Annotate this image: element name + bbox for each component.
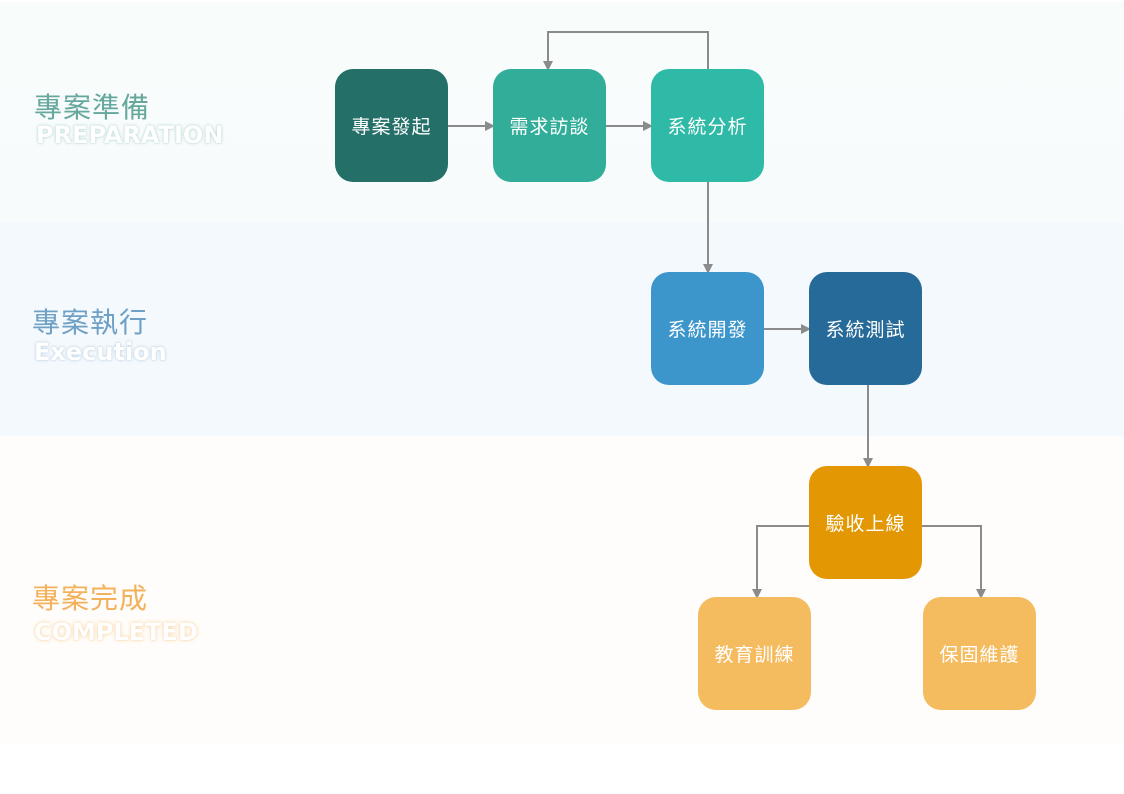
node-maintenance: 保固維護 — [923, 597, 1036, 710]
node-project-start: 專案發起 — [335, 69, 448, 182]
node-acceptance-launch: 驗收上線 — [809, 466, 922, 579]
phase-subtitle-preparation: PREPARATION — [36, 121, 224, 149]
phase-title-execution: 專案執行 — [32, 306, 149, 339]
node-acceptance-launch-label: 驗收上線 — [825, 513, 906, 535]
node-education-training-label: 教育訓練 — [714, 644, 795, 666]
phase-subtitle-completed: COMPLETED — [34, 618, 198, 646]
phase-title-completed: 專案完成 — [32, 582, 149, 615]
node-system-analysis-label: 系統分析 — [667, 116, 748, 138]
node-requirements-interview: 需求訪談 — [493, 69, 606, 182]
execution-band — [0, 222, 1124, 436]
node-system-testing-label: 系統測試 — [825, 319, 906, 341]
connector-analysis-back-to-interview — [543, 31, 709, 71]
phase-title-preparation: 專案準備 — [34, 91, 151, 124]
node-education-training: 教育訓練 — [698, 597, 811, 710]
node-maintenance-label: 保固維護 — [939, 644, 1020, 666]
node-system-development: 系統開發 — [651, 272, 764, 385]
node-system-analysis: 系統分析 — [651, 69, 764, 182]
node-system-development-label: 系統開發 — [667, 319, 748, 341]
node-requirements-interview-label: 需求訪談 — [509, 116, 590, 138]
phase-subtitle-execution: Execution — [34, 338, 167, 366]
node-project-start-label: 專案發起 — [351, 116, 432, 138]
connector-launch-to-maintenance — [922, 525, 986, 599]
connector-launch-to-training — [752, 525, 809, 599]
node-system-testing: 系統測試 — [809, 272, 922, 385]
